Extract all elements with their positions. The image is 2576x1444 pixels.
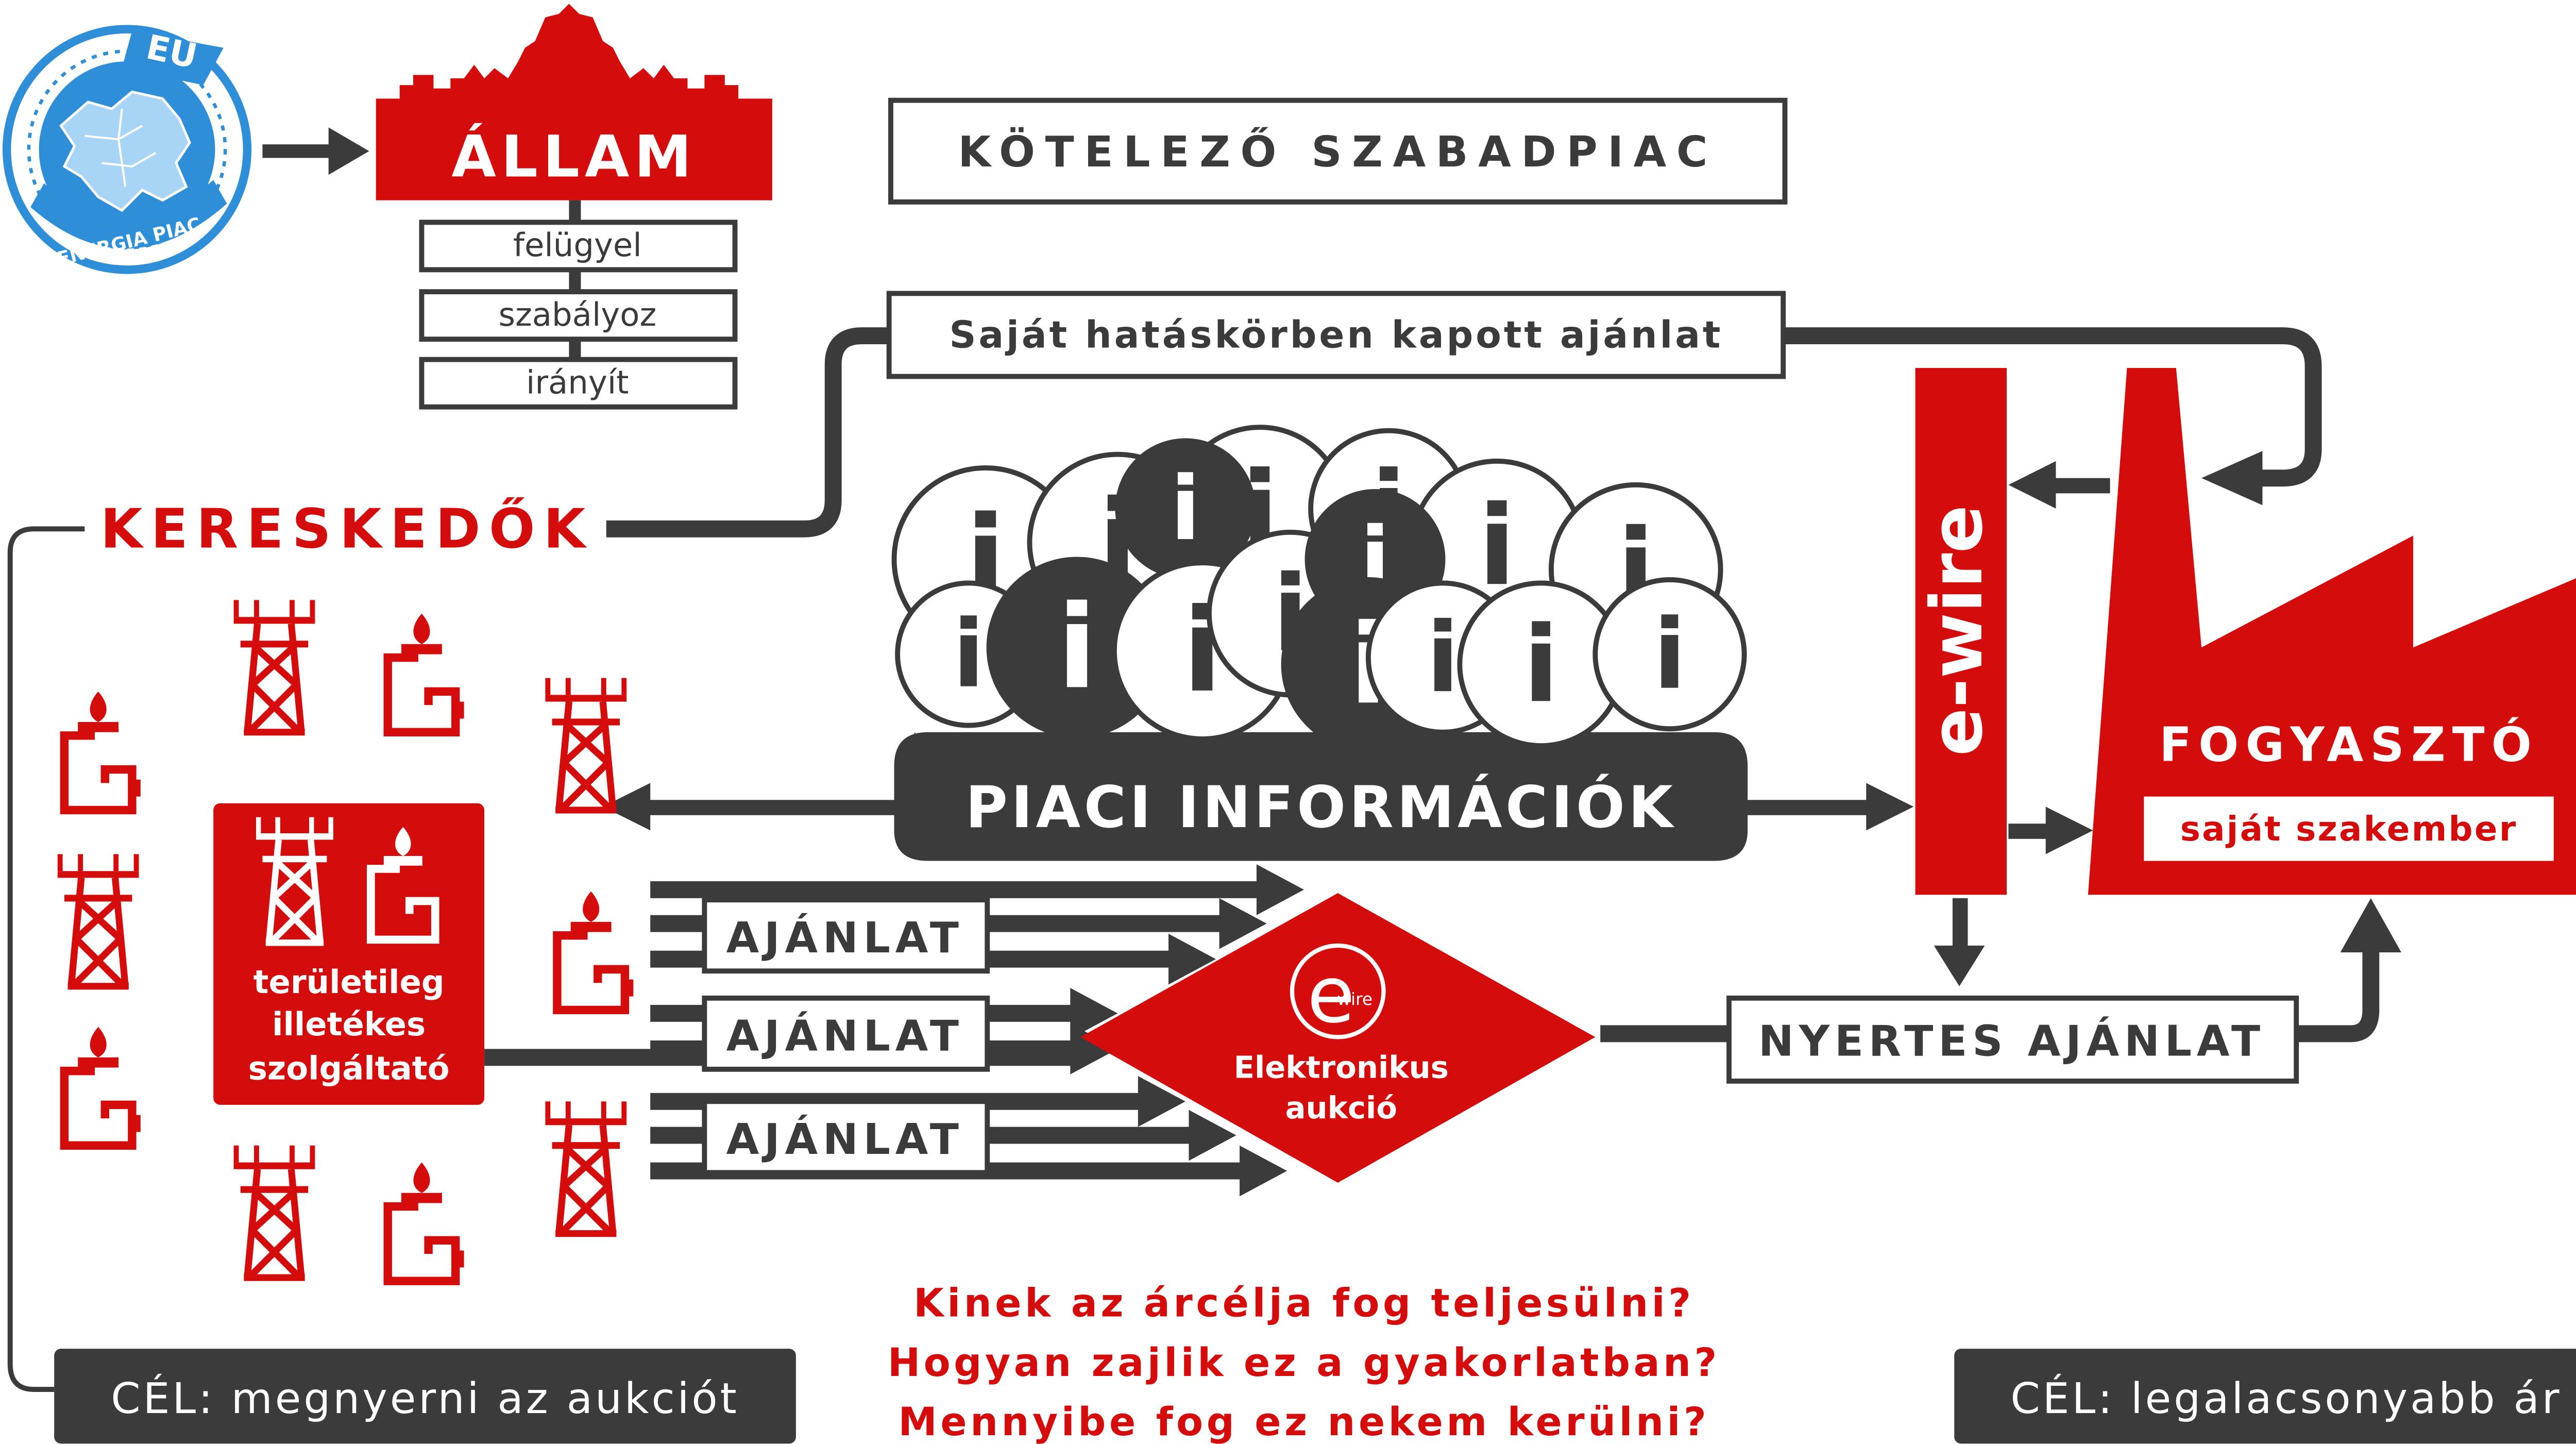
allam-title: ÁLLAM <box>451 123 697 191</box>
info-bubbles: iiiiiiiiiiiiiiii <box>891 425 1747 752</box>
gas-tap-icon <box>54 1027 141 1146</box>
market-info-label: PIACI INFORMÁCIÓK <box>965 773 1676 841</box>
info-icon: i <box>1653 599 1686 711</box>
own-expert-box <box>2144 796 2554 861</box>
offer-label: AJÁNLAT <box>726 1011 964 1061</box>
allam-role-regulate: szabályoz <box>498 296 656 333</box>
eu-energy-market-badge: EU ENERGIA PIAC <box>2 25 252 274</box>
local-provider-line2: illetékes <box>272 1005 426 1043</box>
own-offer-box: Saját hatáskörben kapott ajánlat <box>886 291 1786 379</box>
info-icon: i <box>1426 602 1459 714</box>
own-expert-label: saját szakember <box>2180 809 2518 849</box>
question-2: Hogyan zajlik ez a gyakorlatban? <box>888 1340 1720 1385</box>
allam-role-box <box>419 289 738 342</box>
offer-box <box>702 897 990 974</box>
factory-consumer: FOGYASZTÓ saját szakember <box>2088 368 2576 895</box>
winning-offer-box: NYERTES AJÁNLAT <box>1726 995 2299 1084</box>
gas-tap-icon <box>54 692 141 810</box>
local-provider-line1: területileg <box>253 963 445 1001</box>
europe-map-icon <box>59 90 191 212</box>
winning-offer-label: NYERTES AJÁNLAT <box>1758 1016 2265 1066</box>
page-title: KÖTELEZŐ SZABADPIAC <box>958 127 1718 177</box>
allam-block: ÁLLAM felügyel szabályoz irányít <box>376 4 772 410</box>
goal-consumer-box: CÉL: legalacsonyabb ár <box>1954 1349 2576 1444</box>
ewire-bar: e-wire <box>1915 368 2007 895</box>
power-pylon-icon <box>545 1101 626 1237</box>
local-provider-box: területileg illetékes szolgáltató <box>213 803 485 1105</box>
goal-consumer-label: CÉL: legalacsonyabb ár <box>2010 1374 2562 1423</box>
ewire-logo-wire: wire <box>1337 989 1372 1009</box>
gas-tap-icon <box>547 892 634 1010</box>
ewire-logo-icon <box>1290 943 1386 1039</box>
info-icon: i <box>1057 580 1097 714</box>
local-provider-line3: szolgáltató <box>248 1050 450 1087</box>
traders-label: KERESKEDŐK <box>100 497 594 560</box>
electronic-auction: e wire Elektronikus aukció <box>1080 893 1596 1183</box>
offer-boxes: AJÁNLAT AJÁNLAT AJÁNLAT <box>702 897 990 1176</box>
allam-role-direct: irányít <box>526 363 629 401</box>
ewire-logo-e: e <box>1307 950 1355 1040</box>
offer-box <box>702 995 990 1072</box>
offer-label: AJÁNLAT <box>726 1114 964 1164</box>
info-bubble <box>1592 577 1747 732</box>
auction-label-line1: Elektronikus <box>1234 1049 1449 1085</box>
power-pylon-icon <box>545 678 626 814</box>
goal-traders-label: CÉL: megnyerni az aukciót <box>111 1374 739 1423</box>
info-icon: i <box>1523 604 1559 726</box>
header-box: KÖTELEZŐ SZABADPIAC <box>888 97 1788 205</box>
gas-tap-icon <box>378 614 464 732</box>
goal-traders-box: CÉL: megnyerni az aukciót <box>54 1349 796 1444</box>
auction-label-line2: aukció <box>1285 1090 1397 1126</box>
allam-role-supervise: felügyel <box>513 226 642 264</box>
questions: Kinek az árcélja fog teljesülni? Hogyan … <box>888 1281 1720 1444</box>
allam-role-box <box>419 220 738 273</box>
consumer-title: FOGYASZTÓ <box>2159 716 2538 773</box>
offer-label: AJÁNLAT <box>726 913 964 963</box>
gas-tap-icon <box>378 1163 464 1281</box>
market-info-arrows <box>603 783 1914 831</box>
arrowheads <box>262 127 2401 986</box>
market-info-cloud <box>894 732 1748 861</box>
power-pylon-icon <box>234 600 315 735</box>
parliament-silhouette-icon <box>376 4 772 200</box>
own-offer-label: Saját hatáskörben kapott ajánlat <box>949 314 1723 357</box>
power-pylon-icon <box>58 854 139 989</box>
offer-box <box>702 1099 990 1176</box>
info-icon: i <box>1171 458 1201 560</box>
question-1: Kinek az árcélja fog teljesülni? <box>913 1281 1694 1326</box>
ewire-vertical-label: e-wire <box>1916 505 1998 756</box>
power-pylon-icon <box>234 1146 315 1281</box>
allam-role-box <box>419 357 738 410</box>
info-icon: i <box>953 600 985 709</box>
question-3: Mennyibe fog ez nekem kerülni? <box>899 1399 1710 1444</box>
